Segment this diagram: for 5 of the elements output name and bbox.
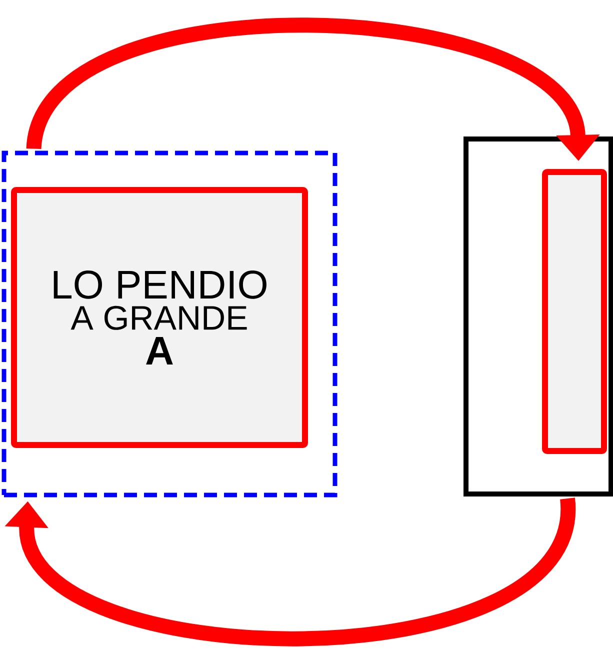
process-box: LO PENDIO A GRANDE A: [11, 187, 308, 448]
empty-box: [542, 169, 607, 454]
empty-box: [464, 136, 613, 496]
dashed-group-box: [2, 150, 338, 498]
curved-arrow: [4, 497, 575, 646]
